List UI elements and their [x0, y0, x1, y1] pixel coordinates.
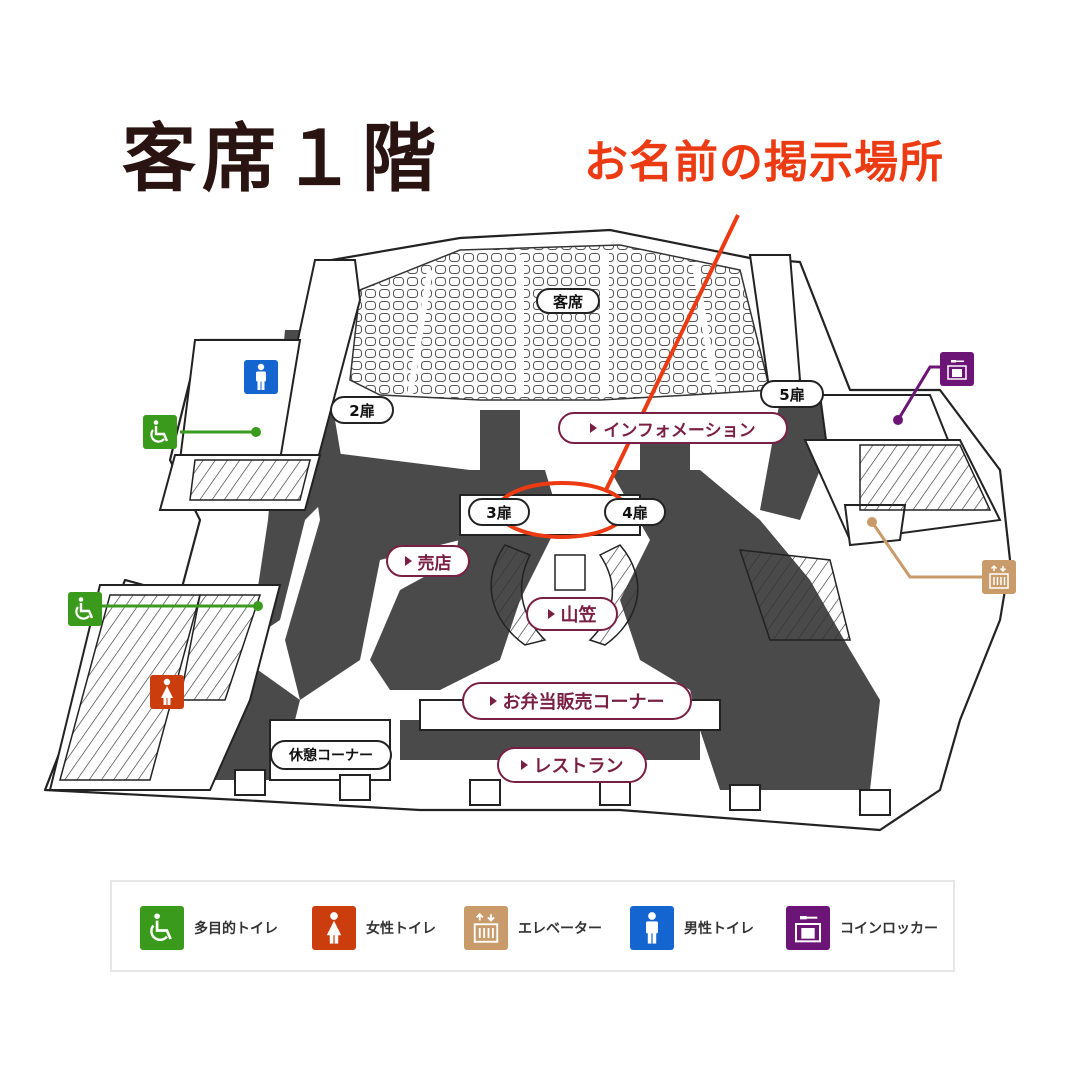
elevator-glyph	[473, 912, 499, 943]
facility-shop-label[interactable]: 売店	[386, 545, 470, 577]
female-toilet-icon	[312, 906, 356, 950]
triangle-marker-icon	[404, 556, 412, 566]
facility-yamakasa-label[interactable]: 山笠	[526, 597, 618, 631]
legend-item-elevator: エレベーター	[464, 906, 602, 950]
female-figure-glyph	[326, 912, 342, 944]
triangle-marker-icon	[590, 423, 598, 433]
page-title: 客席１階	[122, 116, 442, 202]
door-4-label[interactable]: 4扉	[604, 498, 666, 526]
male-toilet-icon[interactable]	[244, 360, 278, 394]
wheelchair-glyph	[75, 597, 94, 620]
legend-label: 男性トイレ	[684, 921, 754, 937]
legend-item-accessible-toilet: 多目的トイレ	[140, 906, 278, 950]
triangle-marker-icon	[520, 760, 528, 770]
legend-item-coin-locker: コインロッカー	[786, 906, 938, 950]
wheelchair-glyph	[150, 913, 172, 942]
elevator-icon[interactable]	[982, 560, 1016, 594]
door-5-label[interactable]: 5扉	[760, 380, 824, 408]
facility-information-label[interactable]: インフォメーション	[558, 412, 788, 444]
male-toilet-icon	[630, 906, 674, 950]
coin-locker-icon[interactable]	[940, 352, 974, 386]
elevator-icon	[464, 906, 508, 950]
locker-glyph	[947, 360, 967, 380]
legend-label: 女性トイレ	[366, 921, 436, 937]
wheelchair-icon[interactable]	[68, 592, 102, 626]
triangle-marker-icon	[489, 696, 497, 706]
door-2-label[interactable]: 2扉	[330, 396, 394, 424]
door-3-label[interactable]: 3扉	[468, 498, 530, 526]
seating-area	[349, 244, 771, 401]
female-figure-glyph	[161, 678, 173, 705]
marker-connectors	[100, 365, 982, 611]
locker-glyph	[795, 916, 821, 943]
stairs	[59, 444, 992, 781]
wheelchair-icon	[140, 906, 184, 950]
wheelchair-glyph	[150, 420, 169, 443]
legend-item-mens-toilet: 男性トイレ	[630, 906, 754, 950]
front-columns	[234, 769, 891, 816]
legend-label: 多目的トイレ	[194, 921, 278, 937]
male-figure-glyph	[646, 912, 658, 944]
rest-corner-label[interactable]: 休憩コーナー	[270, 740, 392, 770]
legend-item-womens-toilet: 女性トイレ	[312, 906, 436, 950]
male-figure-glyph	[256, 363, 266, 390]
triangle-marker-icon	[547, 609, 555, 619]
map-legend: 多目的トイレ 女性トイレ エレベーター 男性トイレ コインロッカー	[110, 880, 955, 972]
elevator-glyph	[989, 564, 1009, 589]
female-toilet-icon[interactable]	[150, 675, 184, 709]
seating-label: 客席	[536, 288, 600, 314]
legend-label: エレベーター	[518, 921, 602, 937]
facility-bento-corner-label[interactable]: お弁当販売コーナー	[462, 682, 692, 720]
coin-locker-icon	[786, 906, 830, 950]
legend-label: コインロッカー	[840, 921, 938, 937]
facility-restaurant-label[interactable]: レストラン	[497, 747, 647, 783]
name-board-callout-label: お名前の掲示場所	[584, 137, 944, 188]
wheelchair-icon[interactable]	[143, 415, 177, 449]
